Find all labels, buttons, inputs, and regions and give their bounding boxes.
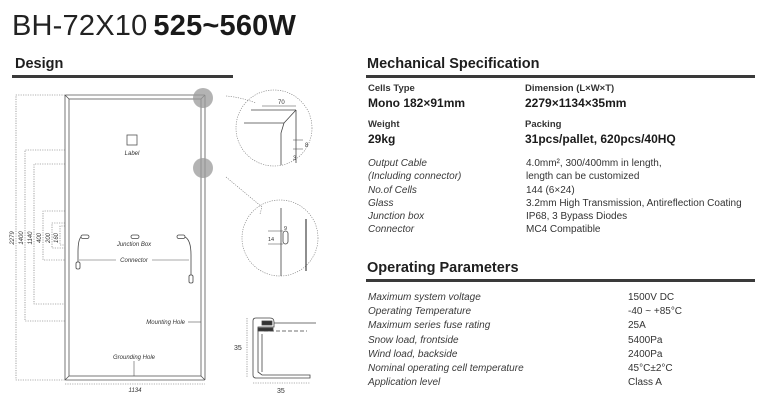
row-key: Snow load, frontside	[368, 334, 459, 346]
row-key: Maximum system voltage	[368, 292, 481, 303]
dim-14: 14	[268, 237, 274, 243]
table-row: Connector MC4 Compatible	[368, 223, 758, 236]
dim-8: 8	[305, 143, 309, 149]
table-row: Snow load, frontside 5400Pa	[368, 334, 758, 348]
row-value: IP68, 3 Bypass Diodes	[526, 211, 628, 223]
row-key: Application level	[368, 377, 441, 389]
dim-3: 3	[293, 156, 297, 162]
operating-table: Maximum system voltage 1500V DC Operating…	[368, 291, 758, 390]
row-value: 45°C±2°C	[628, 363, 673, 375]
cells-type-label: Cells Type	[368, 83, 415, 94]
dim-1400: 1400	[19, 231, 25, 245]
table-row: Nominal operating cell temperature 45°C±2…	[368, 362, 758, 376]
module-frame-inner	[68, 98, 202, 377]
hole-detail-marker	[193, 158, 213, 178]
row-value: 25A	[628, 320, 646, 332]
packing-label: Packing	[525, 119, 562, 130]
row-value: MC4 Compatible	[526, 224, 601, 236]
table-row: Junction box IP68, 3 Bypass Diodes	[368, 210, 758, 223]
row-key: Glass	[368, 197, 394, 209]
table-row: Wind load, backside 2400Pa	[368, 348, 758, 362]
row-value: 5400Pa	[628, 334, 663, 346]
cells-type-value: Mono 182×91mm	[368, 96, 466, 110]
dim-160: 160	[54, 232, 60, 243]
table-row: No.of Cells 144 (6×24)	[368, 184, 758, 197]
mechanical-table: Output Cable 4.0mm², 300/400mm in length,…	[368, 157, 758, 237]
operating-rule	[366, 279, 755, 282]
table-row: Operating Temperature -40 ~ +85°C	[368, 305, 758, 319]
row-value: 1500V DC	[628, 292, 675, 303]
dimension-label: Dimension (L×W×T)	[525, 83, 615, 94]
mounting-hole-label: Mounting Hole	[146, 320, 185, 326]
table-row: (Including connector) length can be custo…	[368, 170, 758, 183]
dim-70: 70	[278, 100, 285, 106]
dim-200: 200	[46, 232, 52, 244]
module-frame-outer	[64, 94, 206, 381]
design-heading: Design	[15, 56, 64, 72]
grounding-hole-label: Grounding Hole	[113, 355, 156, 361]
weight-label: Weight	[368, 119, 400, 130]
row-value: -40 ~ +85°C	[628, 306, 683, 318]
dim-1134: 1134	[129, 388, 143, 394]
row-key: Output Cable	[368, 158, 427, 169]
operating-heading: Operating Parameters	[367, 260, 519, 276]
row-key: No.of Cells	[368, 184, 417, 196]
dim-2279: 2279	[10, 231, 16, 246]
weight-value: 29kg	[368, 132, 396, 146]
row-value: length can be customized	[526, 171, 640, 183]
table-row: Maximum system voltage 1500V DC	[368, 291, 758, 305]
dim-frame-width: 35	[277, 388, 285, 395]
row-value: Class A	[628, 377, 662, 389]
row-value: 2400Pa	[628, 348, 663, 360]
packing-value: 31pcs/pallet, 620pcs/40HQ	[525, 132, 676, 146]
dimension-value: 2279×1134×35mm	[525, 96, 627, 110]
row-key: Nominal operating cell temperature	[368, 363, 524, 375]
dim-9: 9	[284, 226, 287, 232]
row-key: Wind load, backside	[368, 348, 458, 360]
dim-400: 400	[37, 232, 43, 243]
row-key: Operating Temperature	[368, 306, 472, 318]
model-name: BH-72X10	[12, 10, 148, 42]
row-value: 3.2mm High Transmission, Antireflection …	[526, 197, 742, 209]
table-row: Glass 3.2mm High Transmission, Antireflec…	[368, 197, 758, 210]
dim-frame-height: 35	[234, 345, 242, 352]
table-row: Output Cable 4.0mm², 300/400mm in length,	[368, 157, 758, 170]
label-box	[126, 134, 138, 146]
mechanical-rule	[366, 75, 755, 78]
design-rule	[12, 75, 233, 78]
module-drawing: Label Junction Box Connector Mounting Ho…	[10, 88, 319, 395]
dim-1140: 1140	[28, 231, 34, 245]
power-range: 525~560W	[153, 10, 297, 42]
row-key: Connector	[368, 224, 415, 236]
row-key: (Including connector)	[368, 171, 462, 183]
row-key: Maximum series fuse rating	[368, 320, 491, 332]
table-row: Maximum series fuse rating 25A	[368, 319, 758, 333]
connector-label: Connector	[120, 258, 149, 264]
mechanical-heading: Mechanical Specification	[367, 56, 540, 72]
corner-detail-marker	[193, 88, 213, 108]
table-row: Application level Class A	[368, 376, 758, 390]
row-key: Junction box	[368, 211, 425, 223]
label-text: Label	[125, 151, 140, 157]
row-value: 144 (6×24)	[526, 184, 575, 196]
row-value: 4.0mm², 300/400mm in length,	[526, 158, 662, 169]
junction-box-label: Junction Box	[116, 242, 152, 248]
